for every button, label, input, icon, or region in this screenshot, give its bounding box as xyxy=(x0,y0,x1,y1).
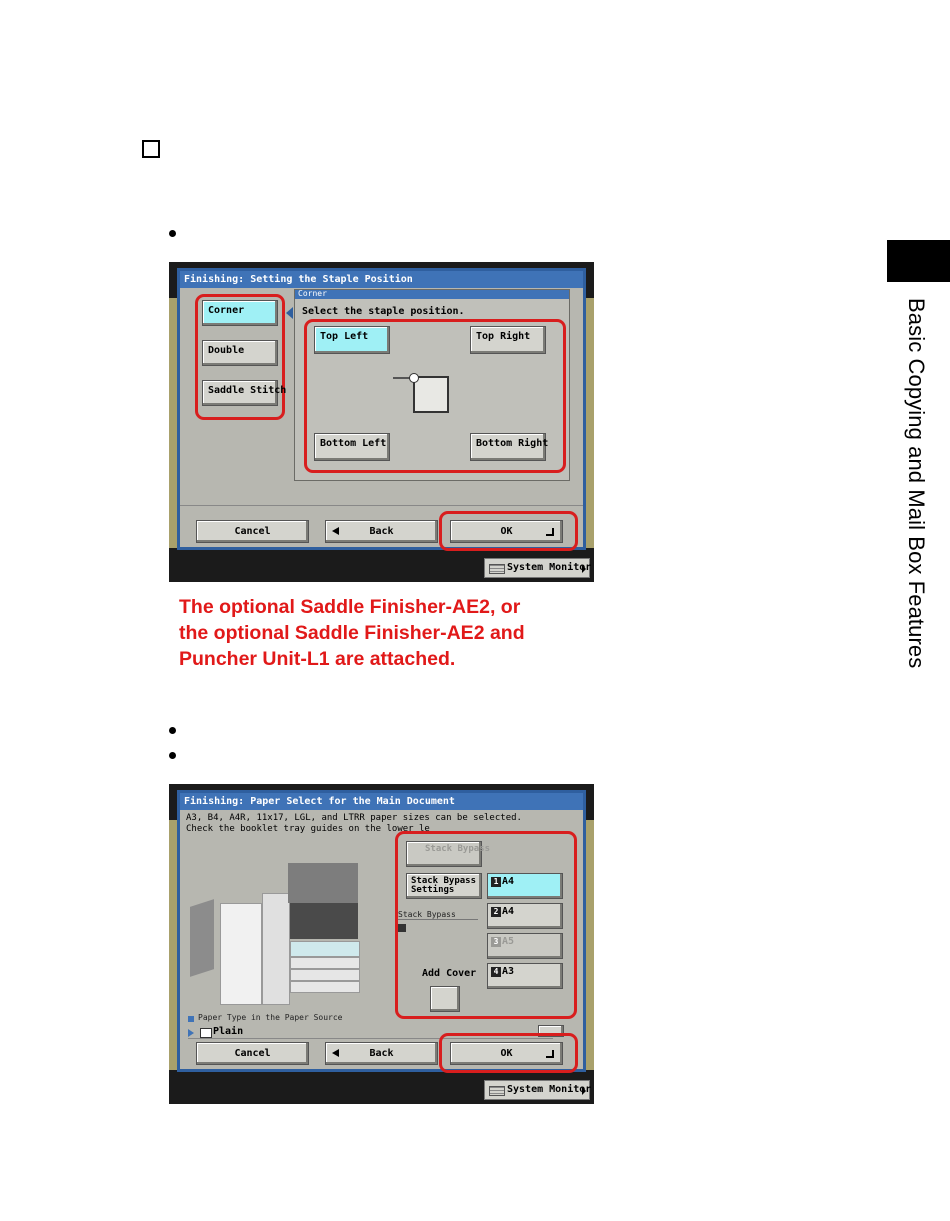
dialog-window: Finishing: Setting the Staple Position C… xyxy=(177,268,586,551)
cancel-button[interactable]: Cancel xyxy=(196,520,309,543)
enter-icon xyxy=(546,1050,554,1058)
saddle-stitch-button[interactable]: Saddle Stitch xyxy=(202,380,286,406)
ok-button[interactable]: OK xyxy=(450,520,563,543)
paper-preview xyxy=(413,376,449,413)
copier-illustration xyxy=(190,853,380,1005)
highlight-box xyxy=(304,319,566,473)
tray-icon xyxy=(398,924,406,932)
paper-type-value: Plain xyxy=(213,1026,244,1037)
paper-icon xyxy=(200,1028,212,1038)
back-button[interactable]: Back xyxy=(325,520,438,543)
paper-select-screen: Finishing: Paper Select for the Main Doc… xyxy=(169,784,594,1104)
top-left-button[interactable]: Top Left xyxy=(314,326,390,354)
highlight-box xyxy=(439,511,578,551)
info-line-1: A3, B4, A4R, 11x17, LGL, and LTRR paper … xyxy=(186,813,522,823)
group-label: Corner xyxy=(298,289,327,298)
info-icon xyxy=(188,1016,194,1022)
paper-type-label: Paper Type in the Paper Source xyxy=(198,1013,343,1022)
stack-bypass-label: Stack Bypass xyxy=(398,910,456,919)
staple-point-icon xyxy=(409,373,419,383)
dialog-window: Finishing: Paper Select for the Main Doc… xyxy=(177,790,586,1073)
dialog-title: Finishing: Paper Select for the Main Doc… xyxy=(180,793,583,810)
top-right-button[interactable]: Top Right xyxy=(470,326,546,354)
bullet xyxy=(169,230,176,237)
bullet xyxy=(169,727,176,734)
add-cover-button[interactable] xyxy=(430,986,460,1012)
instruction-text: Select the staple position. xyxy=(302,306,465,317)
dialog-title: Finishing: Setting the Staple Position xyxy=(180,271,583,288)
caption: The optional Saddle Finisher-AE2, or the… xyxy=(179,596,525,670)
ok-button[interactable]: OK xyxy=(450,1042,563,1065)
system-monitor-button[interactable]: System Monitor xyxy=(484,558,591,578)
system-monitor-button[interactable]: System Monitor xyxy=(484,1080,591,1100)
staple-position-screen: Finishing: Setting the Staple Position C… xyxy=(169,262,594,582)
arrow-right-icon xyxy=(582,565,586,573)
highlight-box xyxy=(395,831,577,1019)
back-button[interactable]: Back xyxy=(325,1042,438,1065)
pointer-arrow-icon xyxy=(286,307,293,319)
stack-bypass-settings-button[interactable]: Stack Bypass Settings xyxy=(406,873,482,899)
highlight-box xyxy=(439,1033,578,1073)
arrow-right-icon xyxy=(582,1087,586,1095)
left-arrow-icon xyxy=(332,527,339,535)
staple-icon xyxy=(393,377,411,379)
left-arrow-icon xyxy=(332,1049,339,1057)
enter-icon xyxy=(546,528,554,536)
chapter-tab xyxy=(887,240,950,282)
checkbox-marker xyxy=(142,140,160,158)
info-line-2: Check the booklet tray guides on the low… xyxy=(186,824,430,834)
bottom-right-button[interactable]: Bottom Right xyxy=(470,433,548,461)
add-cover-label: Add Cover xyxy=(422,968,477,979)
cancel-button[interactable]: Cancel xyxy=(196,1042,309,1065)
bullet xyxy=(169,752,176,759)
play-icon xyxy=(188,1029,194,1037)
highlight-box xyxy=(195,294,285,420)
stack-bypass-button: Stack Bypass xyxy=(406,841,490,867)
chapter-label: Basic Copying and Mail Box Features xyxy=(904,298,929,669)
bottom-left-button[interactable]: Bottom Left xyxy=(314,433,390,461)
corner-button[interactable]: Corner xyxy=(202,300,278,326)
double-button[interactable]: Double xyxy=(202,340,278,366)
